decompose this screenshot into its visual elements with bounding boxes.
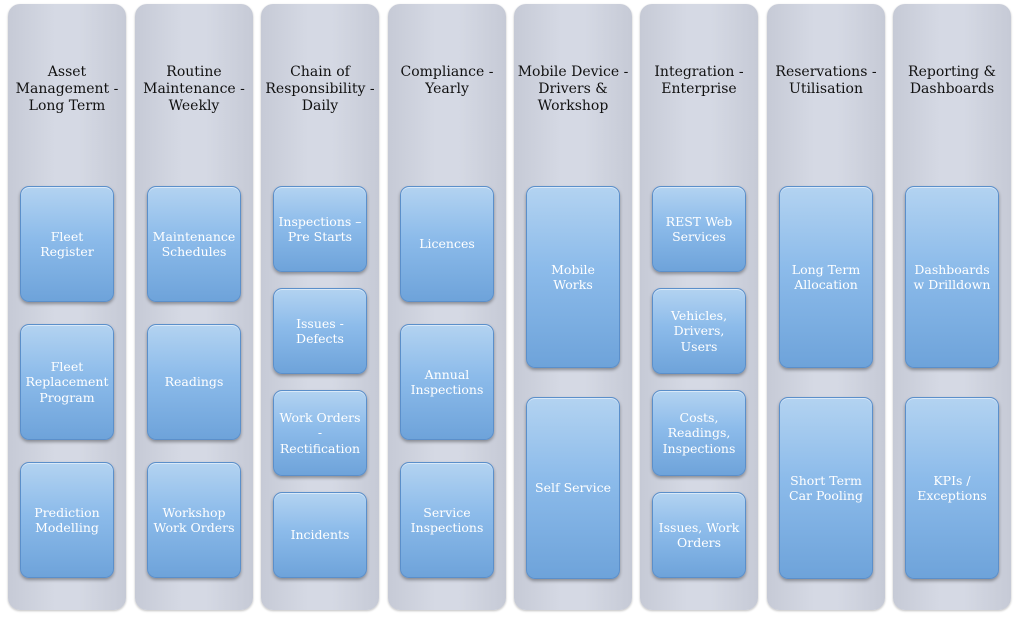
column-title: Asset Management - Long Term	[15, 64, 119, 114]
item-short-term-car-pooling[interactable]: Short Term Car Pooling	[779, 397, 873, 579]
item-work-orders-rectification[interactable]: Work Orders - Rectification	[273, 390, 367, 476]
column-integration: Integration - Enterprise REST Web Servic…	[640, 4, 758, 610]
item-incidents[interactable]: Incidents	[273, 492, 367, 578]
column-title: Compliance - Yearly	[400, 64, 494, 97]
item-dashboards-drilldown[interactable]: Dashboards w Drilldown	[905, 186, 999, 368]
item-maintenance-schedules[interactable]: Maintenance Schedules	[147, 186, 241, 302]
column-chain-of-responsibility: Chain of Responsibility - Daily Inspecti…	[261, 4, 379, 610]
column-title: Reservations - Utilisation	[775, 64, 877, 97]
item-service-inspections[interactable]: Service Inspections	[400, 462, 494, 578]
column-asset-management: Asset Management - Long Term Fleet Regis…	[8, 4, 126, 610]
column-title: Reporting & Dashboards	[908, 64, 996, 97]
item-inspections-pre-starts[interactable]: Inspections – Pre Starts	[273, 186, 367, 272]
column-mobile-device: Mobile Device - Drivers & Workshop Mobil…	[514, 4, 632, 610]
item-workshop-work-orders[interactable]: Workshop Work Orders	[147, 462, 241, 578]
column-compliance: Compliance - Yearly Licences Annual Insp…	[388, 4, 506, 610]
item-fleet-replacement-program[interactable]: Fleet Replacement Program	[20, 324, 114, 440]
item-long-term-allocation[interactable]: Long Term Allocation	[779, 186, 873, 368]
column-title: Integration - Enterprise	[654, 64, 744, 97]
item-fleet-register[interactable]: Fleet Register	[20, 186, 114, 302]
column-title: Routine Maintenance - Weekly	[143, 64, 245, 114]
item-readings[interactable]: Readings	[147, 324, 241, 440]
item-mobile-works[interactable]: Mobile Works	[526, 186, 620, 368]
column-routine-maintenance: Routine Maintenance - Weekly Maintenance…	[135, 4, 253, 610]
item-issues-work-orders[interactable]: Issues, Work Orders	[652, 492, 746, 578]
item-self-service[interactable]: Self Service	[526, 397, 620, 579]
item-rest-web-services[interactable]: REST Web Services	[652, 186, 746, 272]
item-prediction-modelling[interactable]: Prediction Modelling	[20, 462, 114, 578]
item-costs-readings-inspections[interactable]: Costs, Readings, Inspections	[652, 390, 746, 476]
column-reservations: Reservations - Utilisation Long Term All…	[767, 4, 885, 610]
item-licences[interactable]: Licences	[400, 186, 494, 302]
item-vehicles-drivers-users[interactable]: Vehicles, Drivers, Users	[652, 288, 746, 374]
item-issues-defects[interactable]: Issues - Defects	[273, 288, 367, 374]
item-kpis-exceptions[interactable]: KPIs / Exceptions	[905, 397, 999, 579]
column-title: Chain of Responsibility - Daily	[265, 64, 375, 114]
item-annual-inspections[interactable]: Annual Inspections	[400, 324, 494, 440]
column-title: Mobile Device - Drivers & Workshop	[517, 64, 629, 114]
column-reporting: Reporting & Dashboards Dashboards w Dril…	[893, 4, 1011, 610]
